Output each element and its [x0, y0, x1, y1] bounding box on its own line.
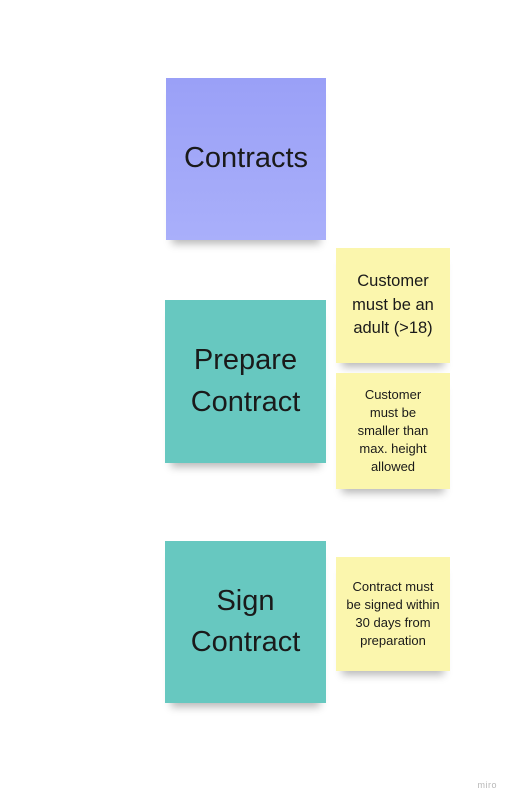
sticky-note-contracts[interactable]: Contracts	[166, 78, 326, 240]
sticky-note-text: Contracts	[183, 142, 309, 175]
sticky-note-rule-adult[interactable]: Customer must be an adult (>18)	[336, 248, 450, 363]
sticky-note-text: Contract must be signed within 30 days f…	[346, 578, 440, 649]
sticky-note-text: Prepare Contract	[190, 344, 301, 418]
sticky-note-text: Customer must be an adult (>18)	[352, 272, 434, 338]
sticky-note-sign-contract[interactable]: Sign Contract	[165, 541, 326, 703]
sticky-note-prepare-contract[interactable]: Prepare Contract	[165, 300, 326, 463]
sticky-note-rule-30-days[interactable]: Contract must be signed within 30 days f…	[336, 557, 450, 671]
sticky-note-text: Sign Contract	[190, 584, 301, 658]
sticky-note-text: Customer must be smaller than max. heigh…	[357, 386, 429, 475]
miro-watermark: miro	[477, 780, 497, 790]
sticky-note-rule-height[interactable]: Customer must be smaller than max. heigh…	[336, 373, 450, 489]
